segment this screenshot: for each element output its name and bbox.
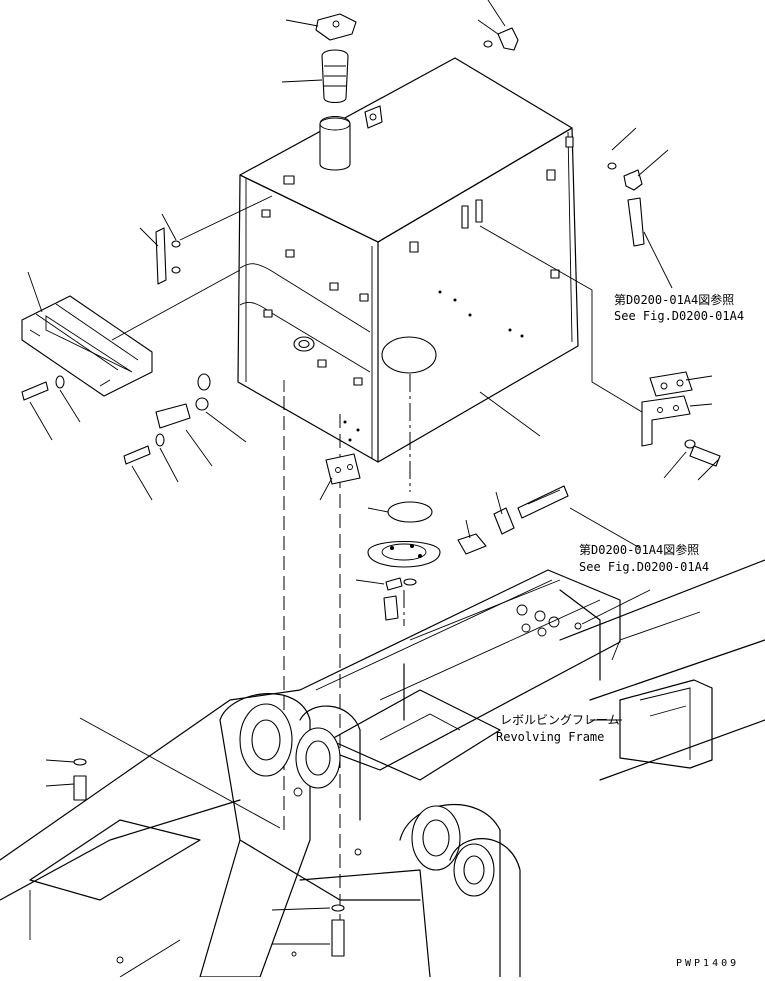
right-bracket bbox=[479, 225, 721, 481]
o-ring bbox=[367, 501, 433, 523]
elbow-fitting bbox=[607, 127, 673, 289]
frame-label-en: Revolving Frame bbox=[496, 730, 604, 744]
ref-label-en-1: See Fig.D0200-01A4 bbox=[614, 309, 744, 323]
drain-valve bbox=[155, 373, 247, 467]
bottom-bolt bbox=[271, 904, 345, 957]
revolving-frame bbox=[0, 559, 765, 978]
left-bracket bbox=[21, 269, 241, 397]
hydraulic-tank bbox=[237, 57, 579, 463]
suction-flange bbox=[355, 540, 441, 621]
strainer bbox=[281, 49, 349, 104]
filler-neck bbox=[319, 115, 351, 171]
clamp-plate bbox=[139, 195, 273, 285]
ref-label-jp-1: 第D0200-01A4図参照 bbox=[614, 292, 734, 307]
filler-cap bbox=[285, 13, 357, 41]
ref-label-en-2: See Fig.D0200-01A4 bbox=[579, 560, 709, 574]
pipe-fittings bbox=[457, 485, 641, 555]
ref-label-jp-2: 第D0200-01A4図参照 bbox=[579, 542, 699, 557]
frame-label-jp: レボルビングフレーム bbox=[500, 713, 620, 727]
mount-lug bbox=[364, 105, 383, 129]
drawing-code: PWP1409 bbox=[676, 958, 739, 969]
left-bolts bbox=[21, 375, 179, 501]
frame-bolt bbox=[45, 758, 87, 801]
breather-elbow bbox=[477, 0, 519, 51]
